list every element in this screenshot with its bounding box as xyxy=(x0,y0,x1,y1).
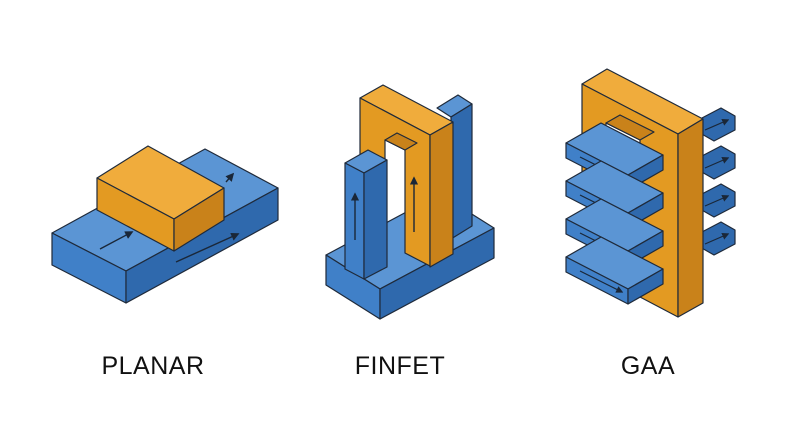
gaa-arrow-4 xyxy=(579,270,624,293)
planar-transistor xyxy=(51,145,279,304)
planar-label: PLANAR xyxy=(101,352,205,380)
planar-gate-right xyxy=(173,187,225,252)
gaa-back-nanosheets xyxy=(699,107,736,256)
planar-channel-right xyxy=(125,187,279,304)
gaa-back-arrow-2 xyxy=(704,156,730,169)
gaa-back-arrow-4 xyxy=(704,232,730,245)
planar-gate-block xyxy=(96,145,225,252)
finfet-transistor xyxy=(325,84,495,320)
gaa-label: GAA xyxy=(620,352,676,380)
gaa-gate-right xyxy=(677,118,704,318)
finfet-fin-front-right xyxy=(363,159,388,280)
gaa-nanosheet-4-right xyxy=(627,268,664,305)
gaa-transistor xyxy=(565,68,736,318)
gaa-nanosheet-4 xyxy=(565,236,664,305)
gaa-back-arrow-3 xyxy=(704,194,730,207)
finfet-fin xyxy=(436,94,473,240)
planar-current-arrow-1 xyxy=(99,231,134,250)
gaa-front-nanosheets xyxy=(565,122,664,305)
planar-current-arrow-3 xyxy=(225,172,235,183)
gaa-gate-inner-top xyxy=(605,114,655,141)
finfet-gate-arch-right xyxy=(429,121,454,268)
finfet-label: FINFET xyxy=(354,352,446,380)
finfet-fin-front xyxy=(344,149,388,280)
finfet-base-right xyxy=(379,227,495,320)
planar-current-arrow-2 xyxy=(175,232,240,263)
gaa-back-arrow-1 xyxy=(704,118,730,131)
finfet-fin-back-right xyxy=(450,103,473,240)
finfet-gate-arch-inner-top xyxy=(384,132,418,151)
